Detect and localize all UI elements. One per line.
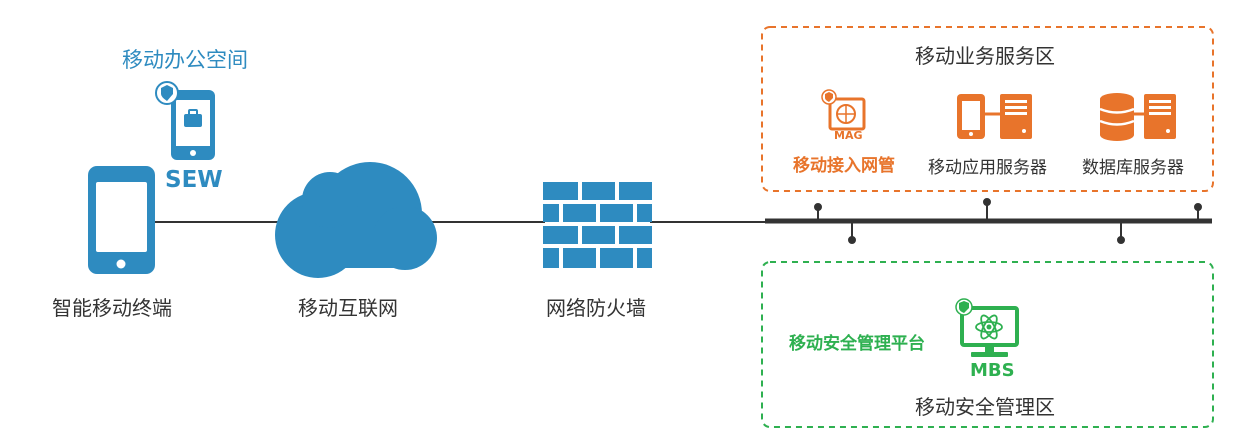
access-gateway-icon	[828, 97, 866, 131]
internet-label: 移动互联网	[298, 296, 398, 320]
mbs-label: MBS	[970, 360, 1015, 381]
shield-badge-icon-green	[955, 298, 973, 316]
mag-label: MAG	[834, 129, 863, 142]
firewall-label: 网络防火墙	[546, 296, 646, 320]
db-server-label: 数据库服务器	[1082, 158, 1184, 178]
security-platform-label: 移动安全管理平台	[789, 334, 925, 354]
database-server-icon	[1099, 93, 1176, 141]
mobile-office-title: 移动办公空间	[122, 48, 248, 72]
bus-taps	[814, 198, 1202, 244]
application-server-icon	[957, 94, 1032, 139]
app-server-label: 移动应用服务器	[928, 158, 1047, 178]
smartphone-icon	[88, 166, 155, 274]
sew-label: SEW	[165, 167, 223, 193]
cloud-icon	[275, 162, 437, 278]
service-zone-border	[761, 26, 1214, 192]
security-zone-title: 移动安全管理区	[915, 395, 1055, 419]
firewall-icon	[543, 182, 652, 268]
atom-icon	[975, 314, 1003, 340]
shield-badge-icon-blue	[155, 81, 179, 105]
briefcase-icon	[184, 109, 202, 127]
service-zone-title: 移动业务服务区	[915, 44, 1055, 68]
management-monitor-icon	[960, 306, 1019, 357]
secure-phone-icon	[171, 90, 215, 160]
security-zone-border	[761, 261, 1214, 428]
access-gateway-label: 移动接入网管	[793, 156, 895, 176]
shield-badge-icon-orange	[821, 89, 837, 105]
terminal-label: 智能移动终端	[52, 296, 172, 320]
